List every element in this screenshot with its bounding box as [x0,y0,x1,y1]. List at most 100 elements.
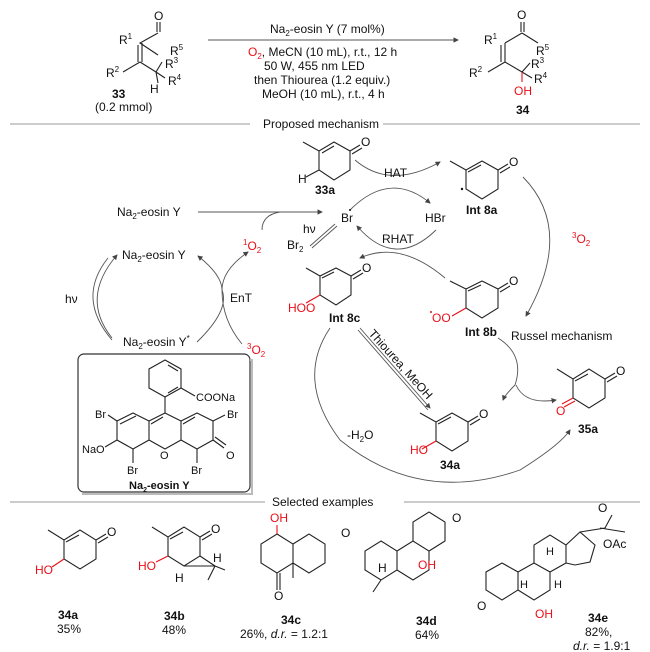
reaction-conditions: Na2-eosin Y (7 mol%) O2, MeCN (10 mL), r… [208,22,459,101]
svg-text:33a: 33a [315,183,335,197]
svg-text:O: O [362,261,371,275]
substrate-amount: (0.2 mmol) [95,100,152,114]
svg-text:48%: 48% [162,623,186,637]
label-minus-water: -H2O [347,428,373,444]
compound-int8b: O OO Int 8b [430,274,518,339]
label-hv-eosin: hν [65,292,78,306]
svg-text:34a: 34a [58,608,78,622]
eosin-mid: Na2-eosin Y [122,248,186,264]
svg-text:d.r. = 1.9:1: d.r. = 1.9:1 [573,639,631,652]
svg-text:H: H [378,561,387,575]
svg-text:H: H [213,551,222,565]
compound-33a: O H 33a [298,135,370,197]
example-34a: O HO 34a 35% [35,525,116,636]
species-br2: Br2 [287,238,304,254]
svg-text:O: O [556,404,565,418]
svg-text:R4: R4 [534,71,548,86]
triplet-o2-right: 3O2 [572,231,591,248]
example-34c: O O OH 34c 26%, d.r. = 1.2:1 [240,511,350,641]
svg-text:R2: R2 [469,65,483,80]
svg-text:35%: 35% [57,622,81,636]
svg-text:COONa: COONa [196,392,236,404]
svg-text:64%: 64% [415,628,439,642]
svg-text:O: O [598,501,607,515]
svg-text:O: O [479,407,488,421]
svg-text:HO: HO [138,559,156,573]
compound-35a: O O 35a [556,364,625,436]
hat-cycle: HAT Br HBr RHAT [341,159,446,279]
triplet-o2-left: 3O2 [247,342,266,359]
singlet-o2: 1O2 [243,238,262,255]
svg-text:O: O [616,364,625,378]
svg-text:O: O [361,135,370,149]
example-34d: O H OH 34d 64% [364,511,461,642]
substrate-33: O R1 R5 R2 R3 R4 H 33 (0.2 mmol) [95,9,184,114]
svg-text:34c: 34c [281,613,301,627]
svg-text:Br: Br [127,465,138,477]
svg-text:35a: 35a [578,422,598,436]
svg-text:O: O [107,525,116,539]
atom-h: H [150,82,159,96]
svg-text:Br: Br [191,465,202,477]
svg-text:Int 8b: Int 8b [465,325,497,339]
svg-text:H: H [554,579,562,591]
svg-text:HO: HO [35,563,53,577]
species-br: Br [341,211,353,225]
svg-text:34d: 34d [416,614,437,628]
eosin-y-structure-box: COONa Br Br NaO O O Br Br Na2-eosin Y [77,353,253,495]
svg-text:Br: Br [227,409,238,421]
compound-label-33: 33 [112,87,126,101]
svg-text:O: O [211,522,220,536]
svg-text:OH: OH [270,511,288,525]
svg-text:HO: HO [410,443,428,457]
svg-text:OAc: OAc [603,537,626,551]
svg-text:O: O [509,274,518,288]
compound-label-34: 34 [516,103,530,117]
compound-34a-mech: O HO 34a [410,407,488,472]
atom-o: O [154,9,163,23]
r2: R2 [106,65,120,80]
svg-text:H: H [546,546,554,558]
eosin-top: Na2-eosin Y [117,205,181,221]
svg-text:O: O [509,155,518,169]
svg-text:O: O [160,450,169,462]
svg-text:O: O [452,511,461,525]
compound-int8a: O Int 8a [449,155,518,217]
svg-text:34b: 34b [164,609,185,623]
eosin-excited: Na2-eosin Y* [123,334,190,351]
label-thiourea: Thiourea, MeOH [366,327,436,402]
svg-text:O: O [477,599,486,613]
svg-text:OH: OH [535,607,553,621]
label-russel: Russel mechanism [511,329,612,343]
species-hbr: HBr [425,211,446,225]
svg-text:NaO: NaO [82,444,105,456]
label-ent: EnT [230,291,253,305]
r3: R3 [165,56,179,71]
example-34b: O H H HO 34b 48% [138,522,226,637]
svg-text:Int 8c: Int 8c [329,311,361,325]
label-hv-br: hν [303,222,316,236]
section-title-mechanism: Proposed mechanism [263,117,379,131]
catalyst-label: Na2-eosin Y (7 mol%) [270,22,385,38]
r4: R4 [168,73,182,88]
svg-text:Na2-eosin Y: Na2-eosin Y [129,480,190,494]
svg-text:82%,: 82%, [585,625,612,639]
svg-text:R1: R1 [484,32,498,47]
svg-text:H: H [175,571,184,585]
label-hat: HAT [384,166,408,180]
product-oh: OH [514,84,532,98]
example-34e: O OAc O H H H OH 34e 82%, d.r. = 1.9:1 [477,501,631,652]
svg-text:O: O [341,526,350,540]
condition-thiourea: then Thiourea (1.2 equiv.) [254,73,390,87]
product-34: O R1 R5 R2 R3 R4 OH 34 [469,8,550,117]
condition-light: 50 W, 455 nm LED [264,59,365,73]
svg-text:O: O [226,450,235,462]
svg-text:Br: Br [95,409,106,421]
condition-meoh: MeOH (10 mL), r.t., 4 h [262,87,385,101]
svg-text:26%, d.r. = 1.2:1: 26%, d.r. = 1.2:1 [240,627,328,641]
svg-text:OH: OH [418,558,436,572]
svg-text:R3: R3 [531,56,545,71]
label-rhat: RHAT [382,232,414,246]
svg-text:O: O [274,589,283,603]
